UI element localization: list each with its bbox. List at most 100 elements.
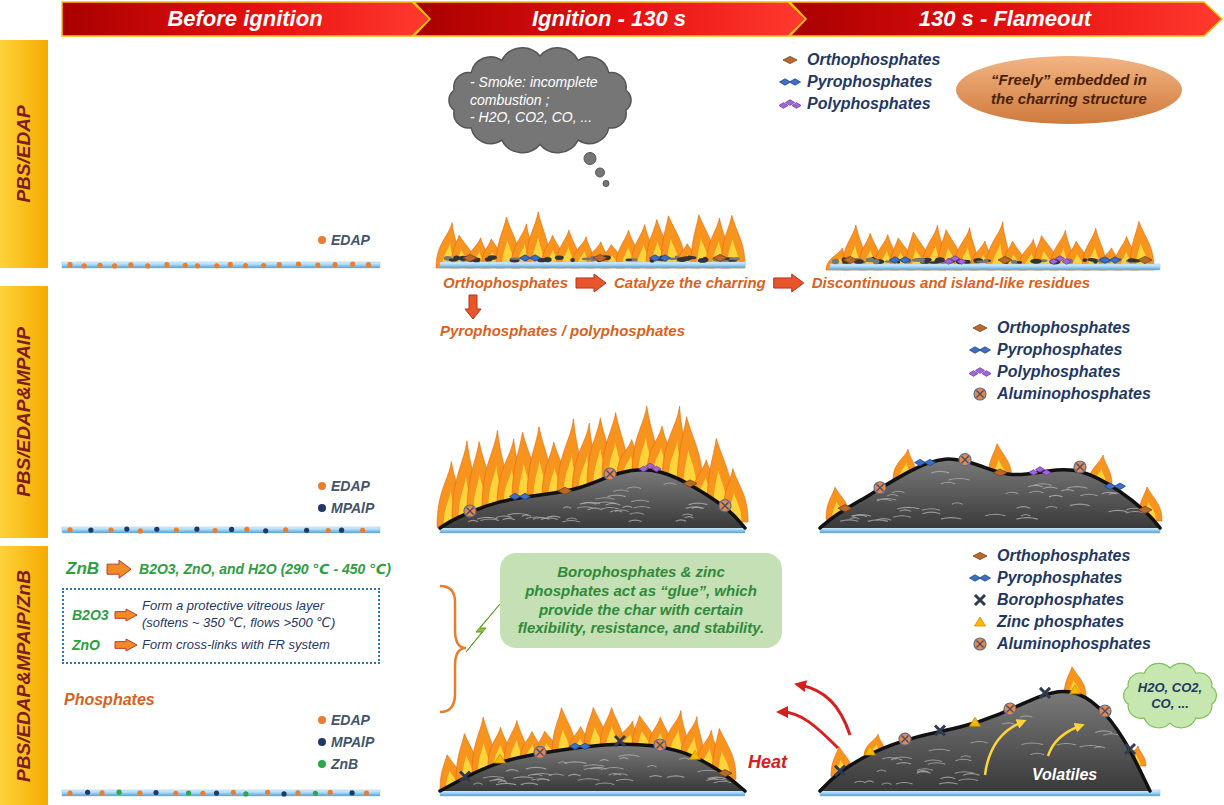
filler-particle [313, 791, 318, 796]
filler-particle [214, 791, 219, 796]
filler-particle [366, 262, 371, 267]
char-texture [1029, 491, 1043, 493]
filler-particle [364, 790, 369, 795]
cloud-shape [449, 48, 631, 153]
legend-text: Pyrophosphates [997, 568, 1122, 587]
char-texture [955, 759, 971, 761]
legend-text: Aluminophosphates [997, 634, 1151, 653]
aluminophosphate-symbol [1074, 461, 1086, 473]
pyrophosphate-symbol [660, 255, 671, 261]
char-texture [941, 518, 962, 520]
char-texture [1002, 723, 1014, 725]
flame-core [684, 450, 697, 491]
char-texture [1046, 506, 1057, 508]
smoke-bubble [596, 168, 605, 177]
aluminophosphate-symbol [464, 505, 476, 517]
char-texture [917, 771, 928, 773]
node-body: “Freely” embedded in the charring struct… [981, 71, 1157, 109]
process-step: Pyrophosphates / polyphosphates [440, 322, 685, 340]
legend-entry: Borophosphates [968, 590, 1124, 609]
char-texture [714, 781, 731, 783]
ellipse-shape [956, 56, 1182, 124]
legend-symbol [778, 52, 802, 68]
filler-particle [243, 791, 248, 796]
legend-text: EDAP [331, 478, 370, 495]
char-texture [850, 518, 860, 520]
legend-text: Orthophosphates [997, 318, 1130, 337]
char-texture [566, 518, 576, 520]
char-texture [616, 779, 633, 781]
char-texture [532, 774, 552, 776]
char-residue [440, 744, 745, 791]
filler-particle [124, 526, 129, 531]
char-texture [468, 520, 478, 522]
char-texture [928, 763, 946, 765]
orthophosphate-symbol [843, 256, 857, 263]
process-step: Orthophosphates [443, 274, 568, 292]
aluminophosphate-symbol [977, 640, 984, 647]
node-text: B2O3 [72, 607, 112, 623]
node-text: ZnO [72, 637, 112, 653]
arrow-symbol [114, 608, 138, 622]
node-body: 130 s - Flameout [901, 6, 1111, 32]
char-speck [487, 255, 496, 260]
arrow-banner [62, 2, 430, 36]
block-arrow [115, 609, 137, 621]
char-speck [687, 255, 692, 259]
legend-symbol [968, 614, 992, 630]
char-texture [709, 778, 718, 780]
char-residue [820, 459, 1160, 528]
char-crust [440, 470, 745, 528]
arrow-symbol [114, 638, 138, 652]
filler-particle [349, 790, 354, 795]
legend-text: Pyrophosphates [997, 340, 1122, 359]
legend-text: Orthophosphates [997, 546, 1130, 565]
char-texture [558, 762, 566, 764]
char-texture [1061, 490, 1074, 492]
filler-particle [315, 262, 320, 267]
char-texture [892, 491, 904, 493]
char-texture [615, 510, 628, 512]
zinc-phosphate-symbol [1070, 685, 1081, 694]
flame-core [654, 733, 666, 752]
char-speck [1093, 259, 1097, 264]
orthophosphate-symbol [1138, 256, 1152, 263]
char-texture [1049, 495, 1062, 497]
char-speck [1082, 258, 1087, 262]
filler-particle [295, 790, 300, 795]
mechanism-box: B2O3 Form a protective vitreous layer (so… [62, 588, 380, 664]
flame [600, 708, 624, 750]
aluminophosphate-symbol [977, 390, 984, 397]
char-texture [580, 503, 596, 505]
block-arrow [774, 274, 804, 292]
filler-particle [67, 527, 72, 532]
char-texture [1067, 487, 1088, 489]
char-texture [1017, 507, 1030, 509]
node-text: Form a protective vitreous layer (soften… [142, 598, 370, 632]
borophosphate-symbol [975, 595, 985, 605]
char-texture [494, 779, 502, 781]
char-texture [917, 769, 933, 771]
char-texture [618, 755, 639, 757]
substrate-film [830, 264, 1160, 270]
filler-particle [99, 790, 104, 795]
polyphosphate-symbol [982, 370, 991, 376]
char-texture [949, 478, 970, 480]
filler-particle [332, 262, 337, 267]
filler-particle [97, 263, 102, 268]
aluminophosphate-symbol [974, 638, 986, 650]
legend-text: MPAlP [331, 734, 374, 751]
char-texture [851, 515, 871, 517]
char-texture [1057, 743, 1076, 745]
pyrophosphate-symbol [1110, 257, 1121, 263]
filler-particle [174, 527, 179, 532]
cloud-shape [1124, 663, 1217, 727]
filler-particle [195, 263, 200, 268]
aluminophosphate-symbol [604, 468, 616, 480]
aluminophosphate-symbol [877, 484, 884, 491]
substrate-film [440, 262, 745, 268]
char-texture [882, 757, 896, 759]
filler-particle [231, 790, 236, 795]
char-texture [952, 503, 963, 505]
char-texture [706, 779, 727, 781]
